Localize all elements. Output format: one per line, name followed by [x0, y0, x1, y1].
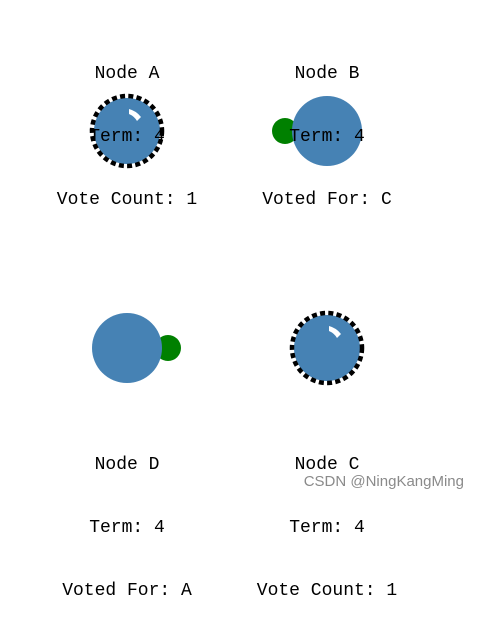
node-a-election-timer-arc [129, 109, 141, 121]
node-b [272, 96, 362, 166]
node-c-vote-count: Vote Count: 1 [256, 581, 398, 601]
node-d [92, 313, 181, 383]
node-a-candidate-ring [89, 93, 165, 169]
node-c-election-timer-arc [329, 326, 341, 338]
node-b-circle [292, 96, 362, 166]
node-d-name: Node D [94, 455, 160, 475]
node-d-circle [92, 313, 162, 383]
node-c [289, 310, 365, 386]
vote-message-dot-d [155, 335, 181, 361]
diagram-canvas [89, 93, 365, 386]
node-c-name: Node C [294, 455, 360, 475]
node-b-label: Node B Term: 4 Voted For: C [207, 22, 447, 253]
node-c-circle [294, 315, 360, 381]
node-c-candidate-ring [289, 310, 365, 386]
node-a [89, 93, 165, 169]
node-b-term: Term: 4 [289, 127, 365, 147]
node-b-name: Node B [294, 64, 360, 84]
raft-election-diagram: Node A Term: 4 Vote Count: 1 Node B Term… [7, 22, 464, 601]
node-a-name: Node A [94, 64, 160, 84]
vote-message-dot-b [272, 118, 298, 144]
node-a-term: Term: 4 [89, 127, 165, 147]
watermark: CSDN @NingKangMing [303, 473, 464, 490]
node-a-circle [94, 98, 160, 164]
node-a-vote-count: Vote Count: 1 [56, 190, 198, 210]
node-a-label: Node A Term: 4 Vote Count: 1 [7, 22, 247, 253]
node-b-voted-for: Voted For: C [262, 190, 392, 210]
node-c-label: Node C Term: 4 Vote Count: 1 [207, 413, 447, 644]
node-c-term: Term: 4 [289, 518, 365, 538]
